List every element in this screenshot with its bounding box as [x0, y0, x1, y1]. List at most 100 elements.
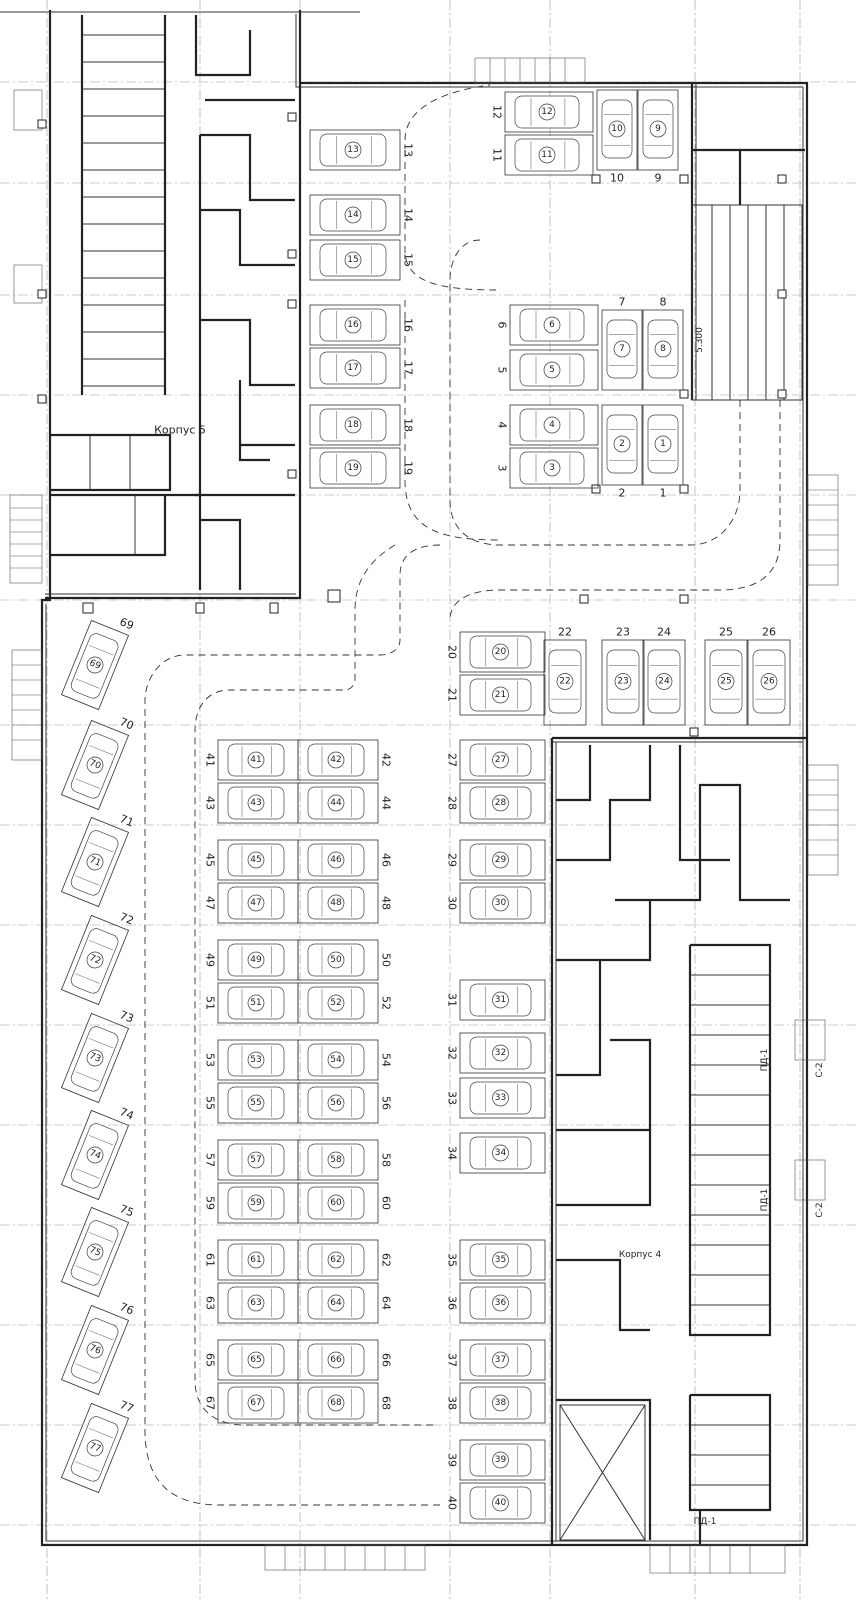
spot-number-circle [492, 851, 509, 869]
spot-number-label: 42 [380, 753, 393, 767]
spot-number-circle [247, 951, 265, 969]
spot-number-circle [327, 794, 345, 812]
spot-number-inner: 58 [330, 1155, 342, 1165]
spot-number-circle [327, 1394, 345, 1412]
spot-number-label: 52 [380, 996, 393, 1010]
spot-outline [309, 304, 401, 346]
spot-number-circle [327, 894, 345, 912]
spot-outline [459, 1339, 546, 1381]
spot-outline [60, 1206, 130, 1298]
spot-outline [309, 194, 401, 236]
spot-number-circle [86, 1341, 104, 1359]
spot-number-label: 6 [496, 322, 509, 329]
building-label-korpus4: Корпус 4 [619, 1250, 662, 1260]
spot-number-inner: 21 [495, 690, 506, 700]
driving-lanes [144, 84, 781, 1506]
spot-number-circle [247, 1151, 265, 1169]
spot-outline [309, 404, 401, 446]
spot-number-circle [86, 1049, 104, 1067]
spot-outline [297, 739, 379, 781]
spot-number-inner: 33 [495, 1093, 506, 1103]
spot-number-inner: 47 [250, 898, 261, 908]
spot-number-inner: 4 [549, 420, 555, 430]
spot-number-inner: 17 [347, 363, 358, 373]
spot-outline [297, 1282, 379, 1324]
spot-number-circle [247, 1394, 265, 1412]
spot-number-label: 30 [446, 896, 459, 910]
spot-number-inner: 36 [495, 1298, 507, 1308]
spot-outline [459, 1439, 546, 1481]
spot-outline [297, 1082, 379, 1124]
spot-outline [297, 1339, 379, 1381]
spot-number-circle [327, 1051, 345, 1069]
spot-number-inner: 38 [495, 1398, 507, 1408]
spot-number-inner: 57 [250, 1155, 261, 1165]
spot-number-inner: 77 [88, 1441, 102, 1455]
spot-number-label: 11 [491, 148, 504, 162]
spot-number-circle [492, 1251, 509, 1269]
spot-number-inner: 45 [250, 855, 261, 865]
stair-right-upper [807, 474, 839, 586]
spot-number-circle [86, 756, 104, 774]
spot-outline [309, 129, 401, 171]
spot-number-label: 12 [491, 105, 504, 119]
spot-number-inner: 74 [88, 1148, 103, 1162]
spot-number-inner: 51 [250, 998, 261, 1008]
stair-bottom-left [264, 1544, 426, 1571]
spot-number-circle [344, 459, 362, 477]
car-windshield [88, 1330, 114, 1341]
spot-outline [297, 1182, 379, 1224]
spot-outline [297, 782, 379, 824]
spot-number-circle [86, 853, 104, 871]
spot-number-inner: 1 [660, 439, 666, 449]
spot-number-inner: 11 [541, 150, 552, 160]
spot-number-circle [538, 146, 556, 164]
spot-outline [459, 674, 546, 716]
spot-number-inner: 34 [495, 1148, 507, 1158]
spot-number-inner: 61 [250, 1255, 261, 1265]
spot-number-circle [247, 751, 265, 769]
stair-left-lower [11, 649, 43, 761]
spot-number-inner: 63 [250, 1298, 261, 1308]
spot-number-inner: 16 [347, 320, 359, 330]
spot-number-inner: 71 [88, 855, 102, 869]
spot-number-circle [327, 1194, 345, 1212]
spot-outline [459, 839, 546, 881]
parking-spot-2: 22 [601, 404, 643, 500]
spot-number-label: 37 [446, 1353, 459, 1367]
car-windshield [88, 645, 114, 656]
spot-number-circle [649, 120, 667, 138]
parking-spot-8: 88 [642, 296, 684, 391]
spot-number-circle [327, 751, 345, 769]
spot-number-inner: 19 [347, 463, 359, 473]
spot-outline [309, 239, 401, 281]
spot-outline [459, 1077, 546, 1119]
spot-number-circle [654, 340, 672, 358]
spot-number-inner: 52 [330, 998, 341, 1008]
spot-number-circle [86, 951, 104, 969]
spot-number-label: 13 [402, 143, 415, 157]
spot-number-circle [247, 1194, 265, 1212]
parking-spot-7: 77 [601, 296, 643, 391]
spot-number-inner: 41 [250, 755, 261, 765]
spot-number-label: 5 [496, 367, 509, 374]
room-label-pd1-upper: ПД-1 [760, 1049, 770, 1072]
spot-number-label: 44 [380, 796, 393, 810]
spot-number-label: 2 [619, 487, 626, 500]
spot-number-label: 68 [380, 1396, 393, 1410]
spot-number-circle [247, 894, 265, 912]
